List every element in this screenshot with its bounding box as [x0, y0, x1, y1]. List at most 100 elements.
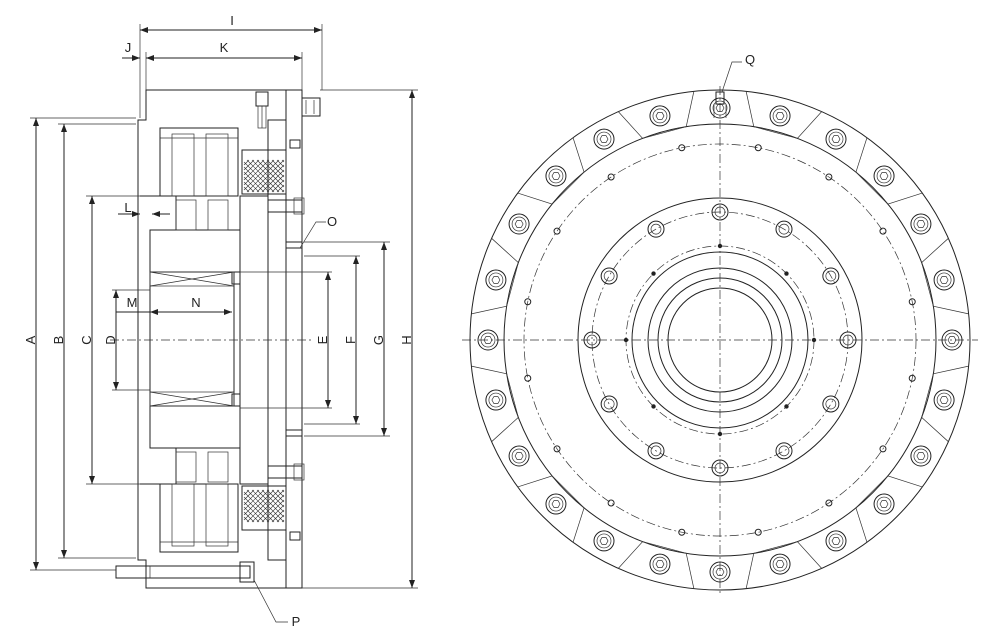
rim-bolt-hex: [599, 537, 609, 545]
inner-bolt-icon: [822, 267, 840, 285]
bottom-bolt: [115, 561, 255, 583]
rim-bolt-hex: [551, 172, 561, 180]
inner-bolt-head: [825, 270, 837, 282]
small-hole-icon: [825, 173, 833, 181]
gear-hatch-line: [243, 496, 270, 523]
gear-hatch-line: [266, 489, 285, 508]
small-hole-icon: [553, 227, 561, 235]
rim-bolt-icon: [873, 165, 895, 187]
rim-pad-line: [855, 137, 923, 205]
inner-bolt-head: [603, 270, 615, 282]
label-k: K: [220, 40, 229, 55]
rim-bolt-hex: [939, 276, 949, 284]
gear-hatch-line: [281, 189, 285, 193]
label-i: I: [230, 13, 234, 28]
rim-bolt-head: [828, 533, 844, 549]
inner-bolt-head: [714, 206, 726, 218]
gear-hatch-line: [251, 489, 285, 523]
rim-bolt-hex: [879, 172, 889, 180]
gear-hatch-line: [243, 489, 270, 516]
rim-pad-line: [745, 91, 822, 139]
rim-bolt-hex: [483, 336, 493, 344]
label-g: G: [371, 335, 386, 345]
rim-bolt-head: [712, 100, 728, 116]
rim-bolt-head: [913, 448, 929, 464]
bearing-seal-lower: [231, 393, 241, 407]
rim-pad-line: [921, 365, 969, 442]
small-hole-icon: [524, 298, 532, 306]
rim-pad-line: [471, 365, 519, 442]
rim-bolt-icon: [910, 445, 932, 467]
inner-bolts: [583, 203, 857, 477]
housing-outline: [137, 89, 303, 589]
lower-gear: [241, 485, 287, 531]
rim-bolt-icon: [825, 128, 847, 150]
label-e: E: [315, 335, 330, 344]
label-j: J: [125, 40, 132, 55]
gear-hatch-line: [256, 159, 285, 188]
rim-bolt-icon: [709, 561, 731, 583]
gear-hatch-line: [281, 489, 285, 493]
label-f: F: [343, 336, 358, 344]
rim-bolt-icon: [933, 269, 955, 291]
rim-bolt-head: [876, 168, 892, 184]
gear-hatch-line: [243, 176, 260, 193]
label-p: P: [292, 614, 301, 629]
inner-bolt-head: [778, 223, 790, 235]
rim-pad-line: [855, 475, 923, 543]
side-view: A B C D E F G H I J K L M N O P: [23, 13, 418, 629]
gear-hatch-line: [243, 159, 275, 191]
gear-hatch-line: [243, 506, 260, 523]
rim-bolt-icon: [769, 553, 791, 575]
rim-pad-line: [618, 541, 695, 589]
hub-hole-icon: [784, 404, 789, 409]
gear-hatch-line: [281, 159, 285, 163]
small-hole-icon: [754, 528, 762, 536]
small-hole-icon: [879, 227, 887, 235]
right-flange: [285, 89, 303, 589]
inner-bolt-head: [842, 334, 854, 346]
upper-bearing: [159, 127, 239, 231]
small-hole-icon: [678, 528, 686, 536]
gear-hatch-line: [256, 489, 285, 518]
rim-pad-line: [471, 238, 519, 315]
rim-bolt-hex: [599, 135, 609, 143]
small-hole-icon: [524, 374, 532, 382]
rim-bolt-icon: [649, 553, 671, 575]
label-l: L: [124, 200, 131, 215]
gear-hatch-line: [266, 174, 285, 193]
rim-bolt-icon: [508, 445, 530, 467]
gear-hatch-line: [271, 489, 285, 503]
hub-hole-icon: [717, 243, 723, 249]
rim-bolt-hex: [947, 336, 957, 344]
small-hole-icon: [908, 374, 916, 382]
inner-bolt-icon: [711, 459, 729, 477]
rim-pad-line: [921, 238, 969, 315]
rim-bolt-head: [488, 392, 504, 408]
rim-bolt-head: [652, 556, 668, 572]
top-screw: [255, 91, 269, 129]
small-plug-bottom: [289, 531, 301, 541]
rim-bolt-icon: [477, 329, 499, 351]
gear-hatch-line: [281, 519, 285, 523]
rim-bolt-icon: [769, 105, 791, 127]
bearing-seal-upper: [231, 271, 241, 285]
gear-hatch-line: [243, 159, 260, 176]
rim-bolt-icon: [545, 165, 567, 187]
inner-bolt-icon: [839, 331, 857, 349]
upper-gear: [241, 149, 287, 195]
rim-bolt-head: [913, 216, 929, 232]
rim-bolt-hex: [551, 500, 561, 508]
gear-hatch-line: [266, 159, 285, 178]
inner-bolt-icon: [822, 395, 840, 413]
label-n: N: [191, 295, 200, 310]
rim-bolt-hex: [775, 112, 785, 120]
rim-bolt-hex: [655, 112, 665, 120]
gear-hatch-line: [256, 164, 285, 193]
gear-hatch-line: [266, 504, 285, 523]
rim-bolt-hex: [916, 452, 926, 460]
inner-bolt-icon: [775, 442, 793, 460]
extension-lines: [30, 24, 418, 589]
rim-bolt-icon: [825, 530, 847, 552]
grease-fitting: [713, 91, 727, 118]
